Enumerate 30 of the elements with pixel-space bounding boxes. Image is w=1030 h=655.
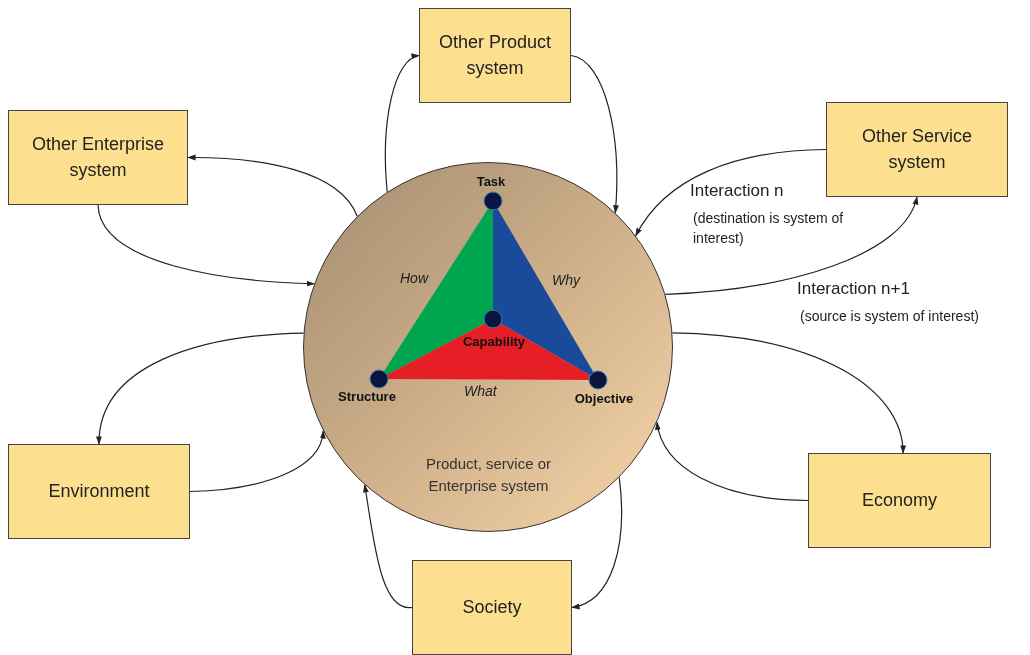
system-box: Economy bbox=[808, 453, 991, 548]
edge-text: Why bbox=[552, 272, 580, 288]
system-box: Environment bbox=[8, 444, 190, 539]
interaction-note: (source is system of interest) bbox=[800, 308, 979, 324]
vertex-label: Task bbox=[476, 173, 506, 189]
edge-text: How bbox=[400, 270, 428, 286]
edge-label: Interaction n+1 bbox=[797, 279, 910, 299]
circle-label: Product, service or Enterprise system bbox=[424, 454, 552, 496]
arrow bbox=[655, 421, 809, 502]
arrow bbox=[671, 332, 906, 454]
arrow bbox=[664, 196, 918, 296]
system-box: Other Enterprise system bbox=[8, 110, 188, 205]
arrow bbox=[384, 54, 420, 193]
arrow bbox=[571, 476, 623, 609]
vertex-label: Structure bbox=[338, 388, 396, 404]
vertex-label: Capability bbox=[462, 333, 526, 349]
arrow bbox=[187, 154, 358, 217]
arrow bbox=[189, 430, 325, 493]
edge-text: What bbox=[464, 383, 497, 399]
system-box: Other Product system bbox=[419, 8, 571, 103]
arrow bbox=[96, 332, 305, 445]
edge-label: Interaction n bbox=[690, 181, 784, 201]
arrow bbox=[363, 484, 413, 609]
system-box: Other Service system bbox=[826, 102, 1008, 197]
interaction-note: (destination is system of interest) bbox=[693, 209, 845, 249]
arrow bbox=[635, 148, 827, 237]
system-box: Society bbox=[412, 560, 572, 655]
arrow bbox=[97, 204, 315, 287]
vertex-label: Objective bbox=[574, 390, 634, 406]
arrow bbox=[570, 54, 619, 214]
